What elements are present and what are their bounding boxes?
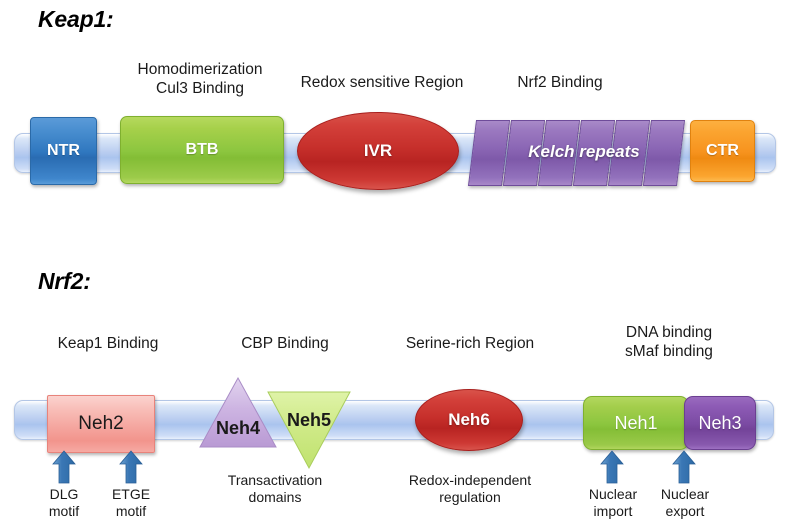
etge-motif-arrow bbox=[119, 450, 143, 484]
dlg-motif-label: DLG motif bbox=[48, 486, 80, 519]
keap1-domain-ivr[interactable]: IVR bbox=[297, 112, 459, 190]
nuclear-import-arrow bbox=[600, 450, 624, 484]
nrf2-region-label-dna-binding: DNA binding sMaf binding bbox=[625, 324, 713, 360]
nrf2-domain-neh2[interactable]: Neh2 bbox=[47, 395, 155, 453]
dlg-motif-arrow bbox=[52, 450, 76, 484]
transactivation-domains-label: Transactivation domains bbox=[227, 472, 323, 505]
nrf2-domain-neh4[interactable] bbox=[198, 376, 278, 450]
nrf2-domain-neh6-label: Neh6 bbox=[448, 410, 490, 429]
keap1-title: Keap1: bbox=[38, 6, 114, 32]
nrf2-domain-neh1-label: Neh1 bbox=[614, 412, 658, 433]
arrow-up-icon bbox=[52, 450, 76, 484]
nrf2-title: Nrf2: bbox=[38, 268, 91, 294]
keap1-domain-ntr-label: NTR bbox=[47, 142, 80, 159]
arrow-up-icon bbox=[119, 450, 143, 484]
nuclear-import-label: Nuclear import bbox=[588, 486, 638, 519]
nrf2-domain-neh6[interactable]: Neh6 bbox=[415, 389, 523, 451]
nrf2-domain-neh3[interactable]: Neh3 bbox=[684, 396, 756, 450]
etge-motif-label: ETGE motif bbox=[111, 486, 151, 519]
redox-independent-regulation-label: Redox-independent regulation bbox=[408, 472, 532, 505]
keap1-domain-ntr[interactable]: NTR bbox=[30, 117, 97, 185]
nrf2-domain-neh1[interactable]: Neh1 bbox=[583, 396, 689, 450]
nrf2-region-label-keap1-binding: Keap1 Binding bbox=[57, 335, 159, 352]
keap1-domain-ctr-label: CTR bbox=[706, 142, 739, 159]
nrf2-region-label-cbp-binding: CBP Binding bbox=[241, 335, 329, 352]
arrow-up-icon bbox=[600, 450, 624, 484]
nrf2-domain-neh2-label: Neh2 bbox=[78, 413, 124, 434]
nrf2-region-label-serine-rich: Serine-rich Region bbox=[405, 335, 535, 352]
nuclear-export-label: Nuclear export bbox=[660, 486, 710, 519]
keap1-domain-ctr[interactable]: CTR bbox=[690, 120, 755, 182]
kelch-repeat-slab bbox=[642, 120, 686, 186]
nuclear-export-arrow bbox=[672, 450, 696, 484]
triangle-down-icon bbox=[267, 391, 351, 470]
arrow-up-icon bbox=[672, 450, 696, 484]
keap1-domain-btb-label: BTB bbox=[185, 141, 219, 158]
keap1-domain-kelch-repeats[interactable] bbox=[467, 120, 686, 186]
triangle-up-icon bbox=[199, 376, 277, 448]
nrf2-domain-neh5[interactable] bbox=[266, 390, 352, 470]
keap1-region-label-redox: Redox sensitive Region bbox=[300, 74, 464, 91]
keap1-region-label-nrf2-binding: Nrf2 Binding bbox=[517, 74, 603, 91]
nrf2-domain-neh3-label: Neh3 bbox=[698, 412, 742, 433]
keap1-region-label-homodimerization: Homodimerization Cul3 Binding bbox=[137, 61, 263, 97]
keap1-domain-ivr-label: IVR bbox=[363, 141, 393, 160]
keap1-domain-btb[interactable]: BTB bbox=[120, 116, 284, 184]
